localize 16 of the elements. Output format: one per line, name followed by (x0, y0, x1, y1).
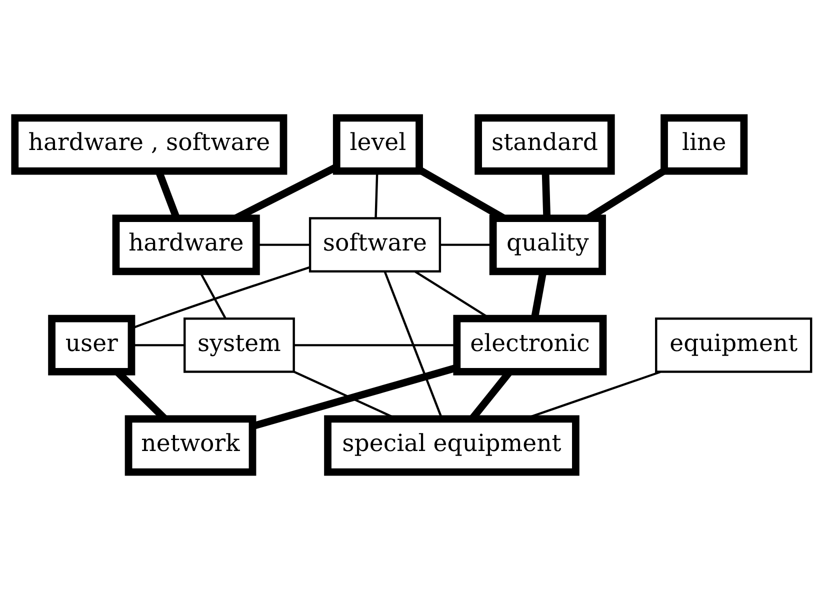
node-box: software (308, 217, 442, 272)
node-box: hardware (112, 214, 260, 276)
connector (256, 244, 310, 246)
node-box: hardware , software (11, 114, 288, 175)
node-box: special equipment (324, 415, 580, 476)
connector (374, 172, 378, 218)
node-box: electronic (453, 314, 607, 376)
node-box: user (48, 314, 136, 376)
node-box: level (332, 114, 423, 175)
node-box: standard (474, 114, 615, 175)
connector (132, 344, 184, 346)
node-box: line (660, 114, 748, 175)
node-box: system (184, 318, 295, 373)
node-box: quality (489, 214, 606, 276)
node-box: network (124, 415, 256, 476)
node-box: equipment (655, 318, 812, 373)
